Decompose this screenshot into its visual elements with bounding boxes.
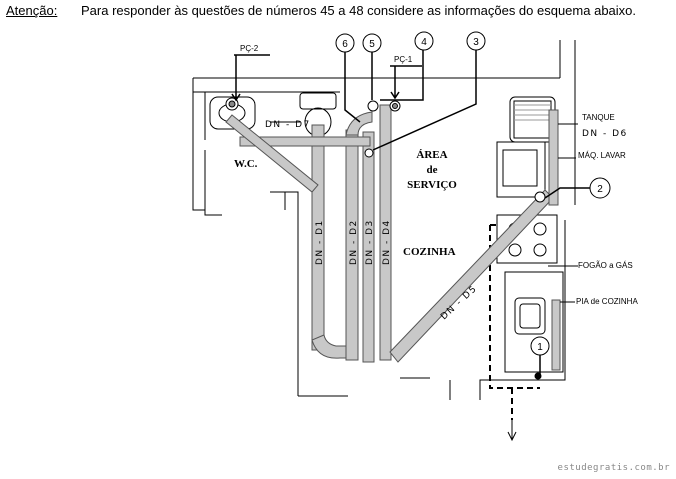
label-d2: DN - D2	[349, 219, 359, 265]
callout-2-label: 2	[597, 184, 603, 195]
toilet-tank	[299, 92, 337, 110]
callout-3-label: 3	[473, 37, 479, 48]
label-pc1: PÇ-1	[394, 55, 413, 64]
pipe-fittings	[225, 97, 546, 380]
callout-5	[362, 33, 382, 53]
pipe-d3	[362, 131, 375, 363]
callouts	[335, 31, 611, 356]
callout-4-label: 4	[421, 37, 427, 48]
kitchen-sink	[514, 297, 546, 335]
label-pia: PIA de COZINHA	[576, 297, 638, 306]
inlet-arrow	[507, 420, 517, 442]
pipe-d4	[379, 104, 392, 361]
callout-5-label: 5	[369, 39, 375, 50]
callout-labels: 6 5 4 3 2 1	[342, 37, 603, 353]
callout-6-label: 6	[342, 39, 348, 50]
fixture-pointers	[548, 123, 578, 303]
wc-sink	[209, 96, 256, 130]
label-d1: DN - D1	[315, 219, 325, 265]
pipe-d7	[239, 136, 371, 147]
label-pc2: PÇ-2	[240, 44, 259, 53]
label-tanque: TANQUE	[582, 113, 615, 122]
callout-1-label: 1	[537, 342, 543, 353]
attention-label: Atenção:	[6, 3, 58, 18]
callout-4	[414, 31, 434, 51]
service-fixtures	[496, 96, 556, 198]
room-area-3: SERVIÇO	[407, 179, 457, 191]
room-kitchen: COZINHA	[403, 246, 456, 258]
header: Atenção: Para responder às questões de n…	[6, 3, 636, 18]
callout-3	[466, 31, 486, 51]
label-d4: DN - D4	[382, 219, 392, 265]
leader-lines	[231, 50, 590, 375]
washing-machine	[496, 141, 546, 198]
instruction-text: Para responder às questões de números 45…	[81, 3, 637, 18]
label-fogao: FOGÃO a GÁS	[578, 261, 633, 270]
building-walls	[192, 40, 576, 400]
pipe-d5	[389, 189, 554, 363]
label-d6: DN - D6	[582, 129, 628, 139]
room-wc: W.C.	[234, 158, 258, 170]
label-d3: DN - D3	[365, 219, 375, 265]
callout-1	[530, 336, 550, 356]
watermark: estudegratis.com.br	[557, 463, 670, 473]
callout-2	[589, 177, 611, 199]
pipes	[225, 104, 561, 371]
kitchen-counter	[504, 271, 564, 373]
room-area-1: ÁREA	[416, 149, 447, 161]
label-maq-lavar: MÁQ. LAVAR	[578, 151, 626, 160]
dashed-boundary	[489, 224, 540, 420]
label-d7: DN - D7	[265, 120, 311, 130]
room-area-2: de	[427, 164, 438, 176]
callout-6	[335, 33, 355, 53]
